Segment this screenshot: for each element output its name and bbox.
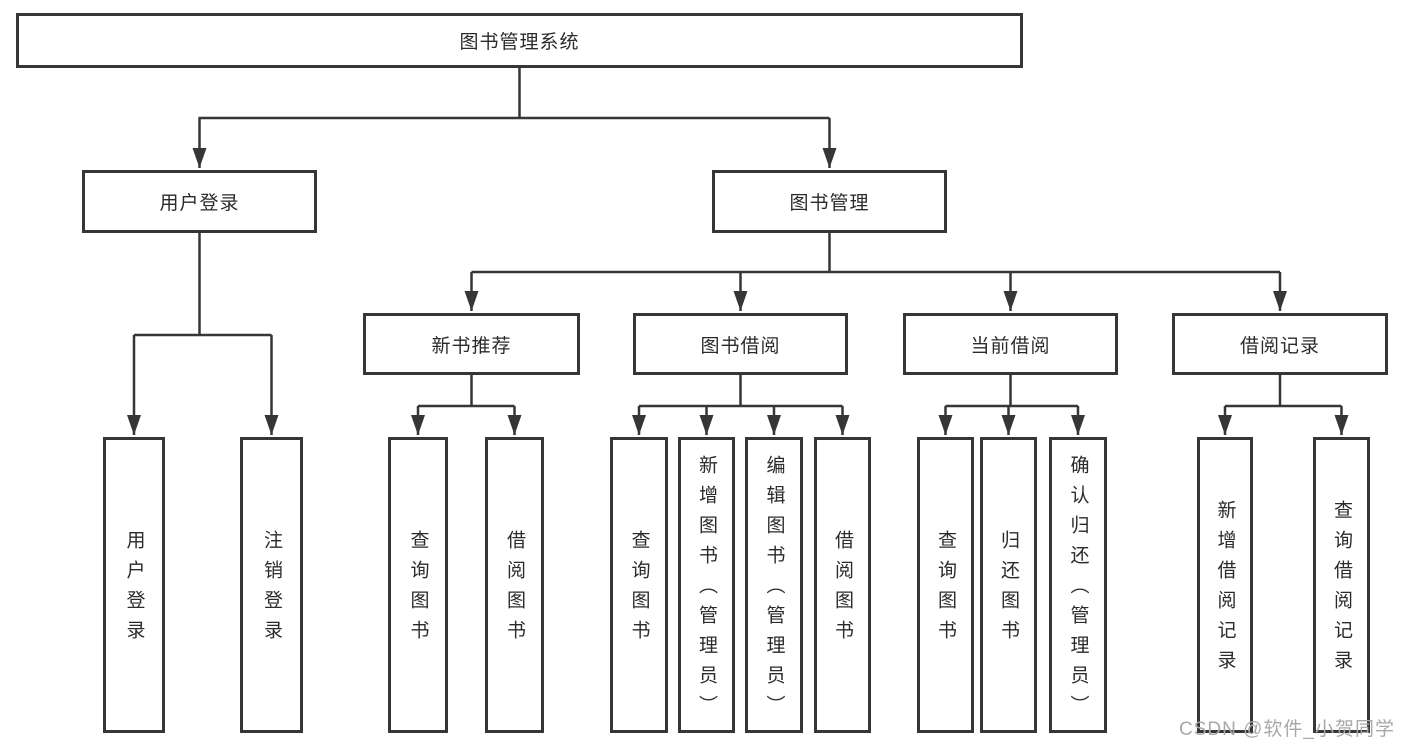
leaf-add-borrow-record: 新增借阅记录: [1197, 437, 1253, 733]
leaf-add-borrow-record-label: 新增借阅记录: [1214, 500, 1236, 680]
node-new-book-recommend: 新书推荐: [363, 313, 580, 375]
leaf-confirm-return-admin: 确认归还（管理员）: [1049, 437, 1107, 733]
leaf-query-borrow-record: 查询借阅记录: [1313, 437, 1370, 733]
leaf-current-query-books: 查询图书: [917, 437, 974, 733]
leaf-add-books-admin-label: 新增图书（管理员）: [696, 455, 717, 725]
leaf-borrowing-query-books-label: 查询图书: [628, 530, 650, 650]
leaf-user-login: 用户登录: [103, 437, 165, 733]
node-library-management-system-label: 图书管理系统: [459, 32, 580, 53]
leaf-recommend-borrow-books-label: 借阅图书: [504, 530, 525, 650]
leaf-recommend-borrow-books: 借阅图书: [485, 437, 544, 733]
leaf-return-books: 归还图书: [980, 437, 1037, 733]
node-current-borrowing: 当前借阅: [903, 313, 1118, 375]
leaf-logout-label: 注销登录: [261, 530, 282, 650]
node-book-management: 图书管理: [712, 170, 947, 233]
node-book-borrowing: 图书借阅: [633, 313, 848, 375]
node-new-book-recommend-label: 新书推荐: [431, 335, 512, 357]
leaf-return-books-label: 归还图书: [998, 530, 1019, 650]
leaf-recommend-query-books: 查询图书: [388, 437, 448, 733]
leaf-borrowing-query-books: 查询图书: [610, 437, 668, 733]
leaf-edit-books-admin-label: 编辑图书（管理员）: [763, 455, 785, 725]
leaf-edit-books-admin: 编辑图书（管理员）: [745, 437, 803, 733]
leaf-borrow-books-label: 借阅图书: [832, 530, 853, 650]
node-book-management-label: 图书管理: [789, 193, 870, 214]
leaf-confirm-return-admin-label: 确认归还（管理员）: [1067, 455, 1089, 725]
node-book-borrowing-label: 图书借阅: [700, 335, 781, 357]
leaf-query-borrow-record-label: 查询借阅记录: [1331, 500, 1352, 680]
node-current-borrowing-label: 当前借阅: [970, 335, 1051, 357]
node-borrowing-records-label: 借阅记录: [1239, 335, 1320, 357]
leaf-logout: 注销登录: [240, 437, 303, 733]
node-user-login: 用户登录: [82, 170, 317, 233]
csdn-watermark: CSDN @软件_小贺同学: [1179, 719, 1395, 740]
leaf-recommend-query-books-label: 查询图书: [407, 530, 429, 650]
leaf-current-query-books-label: 查询图书: [935, 530, 956, 650]
leaf-add-books-admin: 新增图书（管理员）: [678, 437, 735, 733]
leaf-borrow-books: 借阅图书: [814, 437, 871, 733]
node-user-login-label: 用户登录: [159, 193, 240, 214]
node-borrowing-records: 借阅记录: [1172, 313, 1388, 375]
node-library-management-system: 图书管理系统: [16, 13, 1023, 68]
leaf-user-login-label: 用户登录: [123, 530, 145, 650]
